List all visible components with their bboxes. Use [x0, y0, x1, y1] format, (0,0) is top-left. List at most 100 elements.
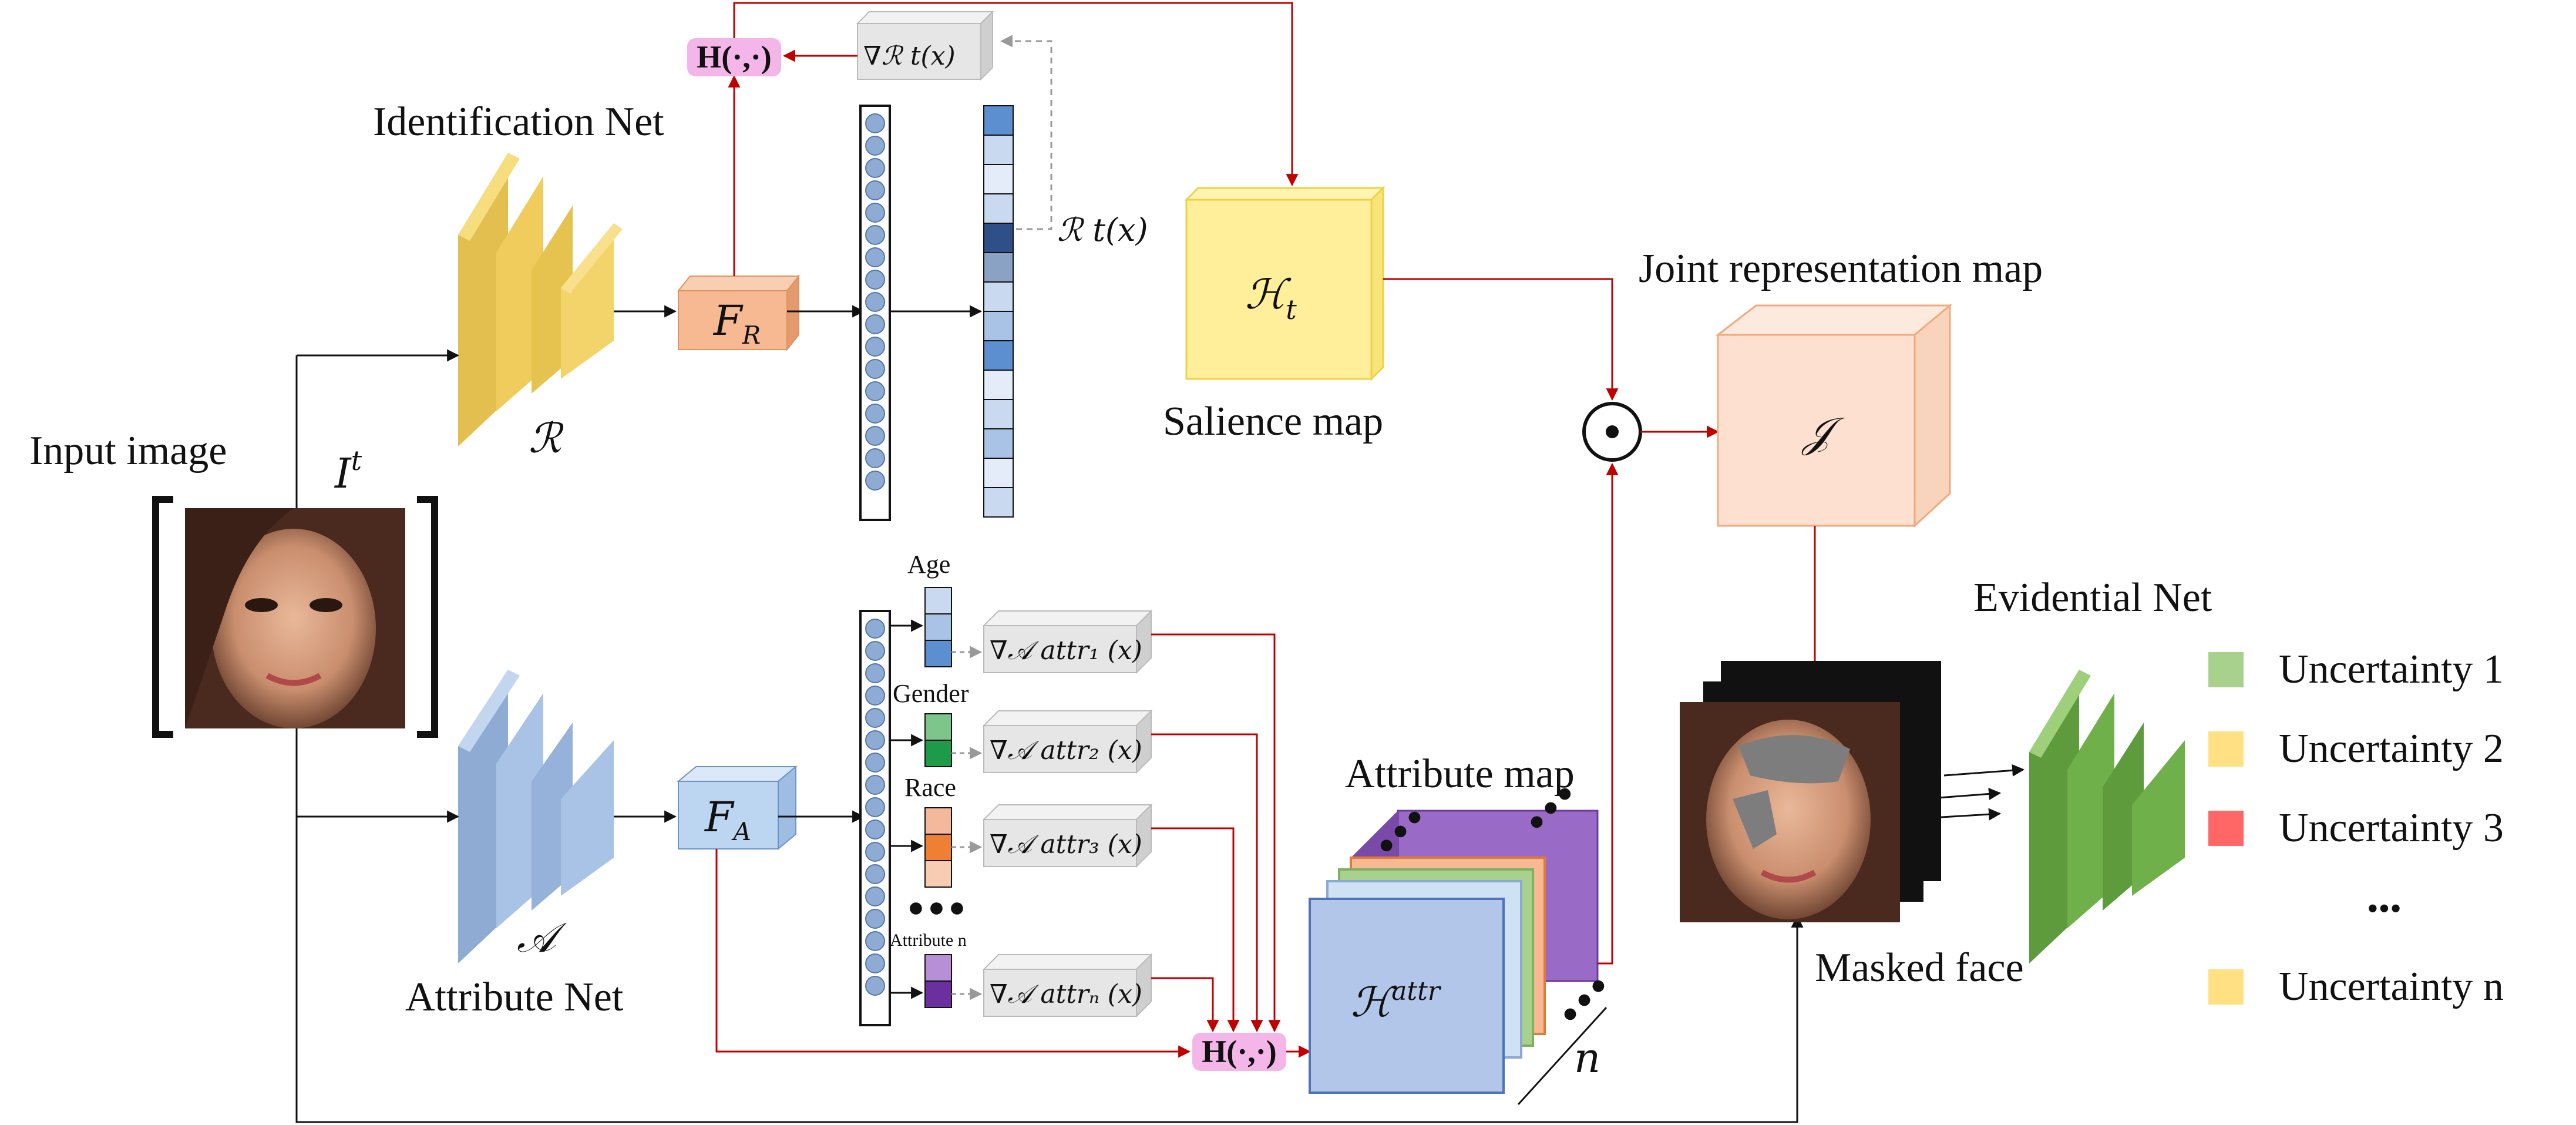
feature-node [865, 976, 885, 996]
left-bracket [152, 496, 173, 738]
race-head [924, 807, 952, 888]
logit-cell [983, 223, 1014, 253]
grad-R-label: ∇ℛ t(x) [863, 41, 956, 71]
legend-swatch [2208, 652, 2244, 687]
joint-map-label: Joint representation map [1639, 246, 2043, 291]
feature-node [865, 471, 885, 491]
feature-node [865, 641, 885, 661]
h-function-top-label: H(·,·) [697, 39, 772, 75]
logit-cell [983, 281, 1014, 312]
feature-node [865, 158, 885, 178]
attribute-net-label: Attribute Net [405, 975, 624, 1020]
attribute-map-label: Attribute map [1345, 751, 1575, 797]
feature-node [865, 931, 885, 951]
attribute-n-label: Attribute n [890, 931, 967, 950]
legend-label: Uncertainty n [2279, 964, 2504, 1009]
feature-node [865, 314, 885, 334]
h-function-bottom-label: H(·,·) [1202, 1034, 1277, 1069]
feature-node [865, 730, 885, 750]
grad-attr-3-label: ∇𝒜 attr₃ (x) [990, 830, 1142, 859]
feature-node [865, 708, 885, 728]
attribute-net-layers [458, 670, 614, 963]
H-attr-symbol: ℋattr [1351, 976, 1442, 1026]
h-function-bottom [1192, 1033, 1286, 1071]
feature-node [865, 909, 885, 929]
fa-label: FA [704, 793, 751, 846]
gender-label: Gender [893, 679, 969, 708]
feature-node [865, 753, 885, 773]
logit-cell [983, 193, 1014, 224]
feature-node [865, 663, 885, 683]
logit-cell [983, 340, 1014, 371]
R-symbol: ℛ [529, 414, 564, 462]
logit-cell [983, 399, 1014, 429]
attribute-map-stack [1309, 810, 1599, 1094]
grad-R-box [856, 10, 994, 81]
A-symbol: 𝒜 [517, 914, 567, 962]
right-bracket [417, 496, 438, 738]
feature-node [865, 270, 885, 290]
salience-map-label: Salience map [1163, 399, 1383, 444]
legend-swatch [2208, 731, 2244, 767]
fr-box [677, 274, 801, 351]
attr-feature-nodes [865, 619, 885, 996]
feature-node [865, 337, 885, 357]
age-label: Age [907, 550, 950, 579]
uncertainty-legend: Uncertainty 1 Uncertainty 2 Uncertainty 3 •… [2208, 647, 2504, 1009]
attr-ellipsis: ●●● [907, 892, 969, 923]
legend-ellipsis: ••• [2367, 891, 2402, 927]
legend-label: Uncertainty 1 [2279, 647, 2504, 692]
grad-attr-n-box [982, 953, 1153, 1018]
grad-attr-n-label: ∇𝒜 attrₙ (x) [990, 979, 1142, 1009]
R-t-x-label: ℛ t(x) [1057, 211, 1148, 248]
input-symbol: It [334, 445, 362, 498]
logit-cell [983, 458, 1014, 488]
feature-node [865, 619, 885, 639]
salience-map-box [1184, 186, 1385, 381]
logit-cell [983, 164, 1014, 194]
feature-node [865, 842, 885, 862]
feature-node [865, 448, 885, 468]
n-indicator-line [1517, 1006, 1608, 1106]
logit-cell [983, 428, 1014, 459]
feature-node [865, 426, 885, 446]
logit-cell [983, 487, 1014, 518]
identification-net-layers [458, 153, 623, 446]
feature-node [865, 404, 885, 424]
id-logit-column [983, 105, 1014, 518]
age-head [924, 587, 952, 667]
n-label: n [1574, 1034, 1600, 1082]
evidential-net-layers [2029, 670, 2185, 963]
input-image-label: Input image [29, 428, 227, 473]
feature-node [865, 381, 885, 401]
race-label: Race [904, 773, 956, 802]
fa-box [677, 765, 798, 851]
feature-node [865, 953, 885, 973]
gender-head [924, 713, 952, 767]
feature-node [865, 113, 885, 133]
logit-cell [983, 370, 1014, 400]
grad-attr-1-box [982, 609, 1153, 674]
feature-node [865, 886, 885, 906]
identification-net-label: Identification Net [373, 99, 664, 145]
grad-attr-3-box [982, 803, 1153, 868]
logit-cell [983, 311, 1014, 341]
feature-node [865, 797, 885, 817]
grad-attr-2-label: ∇𝒜 attr₂ (x) [990, 736, 1142, 765]
odot-dot [1606, 425, 1619, 438]
legend-label: Uncertainty 2 [2279, 726, 2504, 771]
feature-node [865, 136, 885, 156]
input-face-image [185, 508, 405, 728]
legend-swatch [2208, 811, 2244, 846]
logit-cell [983, 252, 1014, 283]
legend-label: Uncertainty 3 [2279, 805, 2504, 851]
id-feature-nodes [865, 113, 885, 491]
legend-swatch [2208, 969, 2244, 1005]
masked-face-stack [1680, 661, 1941, 922]
h-function-top [687, 38, 781, 76]
feature-node [865, 180, 885, 200]
Ht-symbol: ℋt [1245, 270, 1297, 325]
feature-node [865, 203, 885, 223]
evidential-net-label: Evidential Net [1973, 575, 2212, 620]
